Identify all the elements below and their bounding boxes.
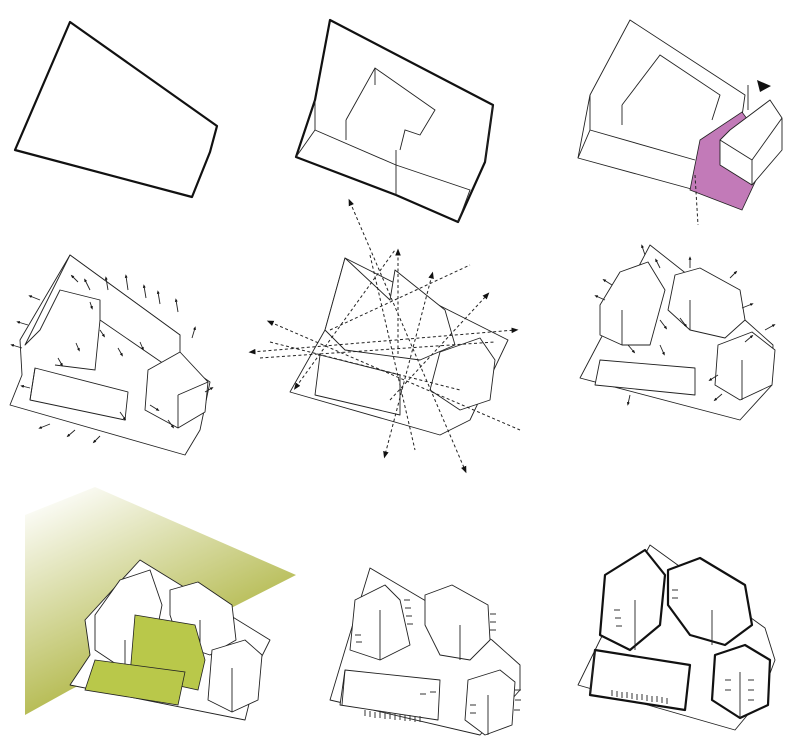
- panel-1-site-outline: [15, 22, 217, 197]
- panel-3-shifted-corner: [578, 20, 782, 225]
- panel-7-landscape: [25, 487, 296, 720]
- panel-5-view-corridors: [252, 202, 520, 470]
- panel-8-facade-openings: [330, 568, 521, 735]
- panel-9-final-volumes: [578, 545, 775, 730]
- panel-2-perimeter-block: [296, 20, 493, 222]
- panel-4-orientation: [10, 255, 212, 455]
- panel-6-fragmented: [580, 245, 775, 420]
